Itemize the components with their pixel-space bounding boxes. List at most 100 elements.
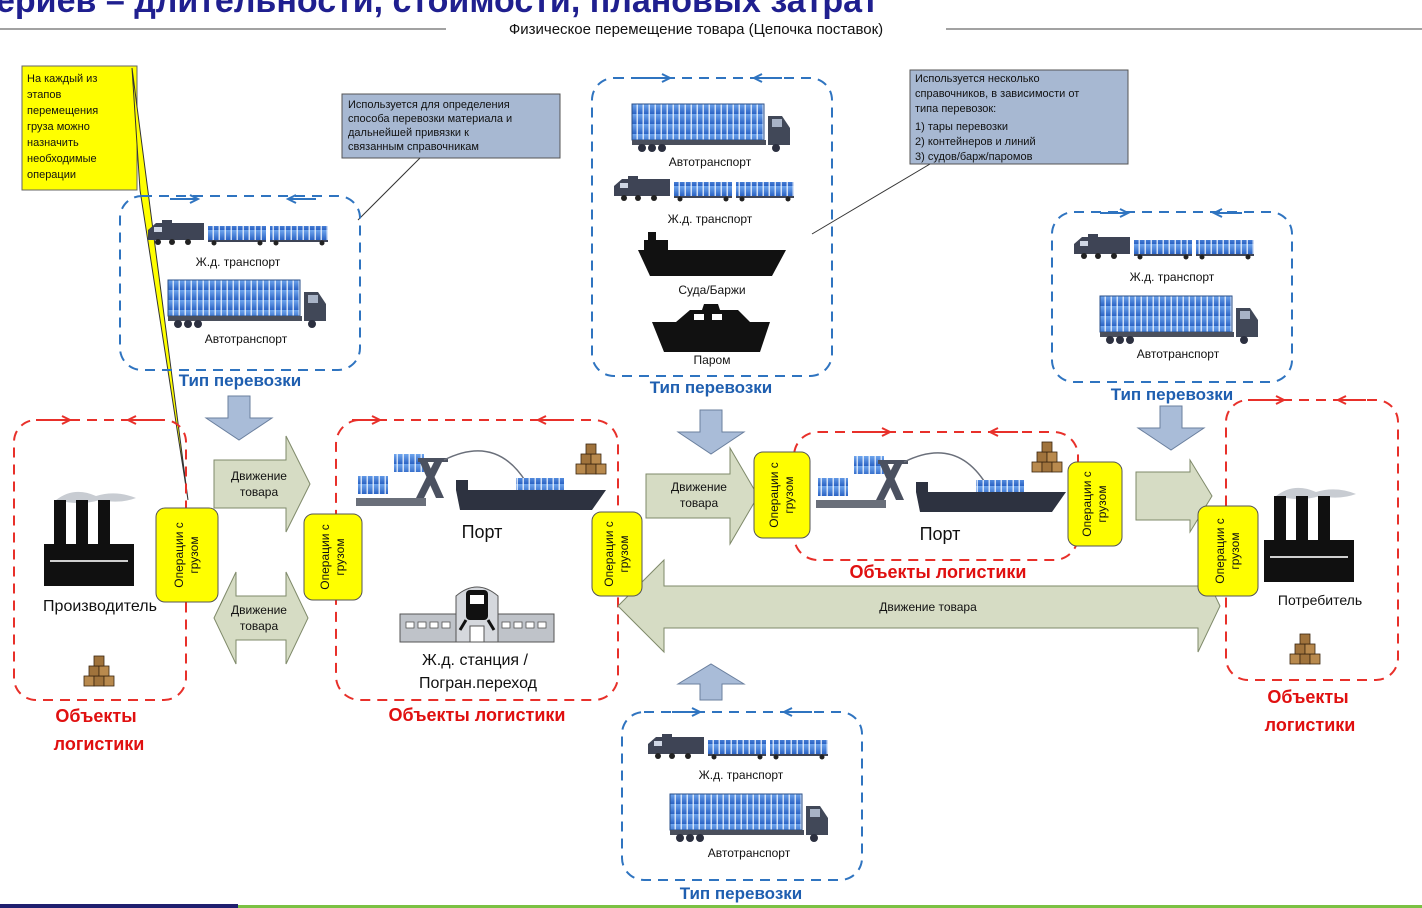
logistics-label-word1: Объекты xyxy=(1267,687,1348,707)
port-icon xyxy=(815,452,1067,513)
port-label: Порт xyxy=(920,524,961,544)
truck-icon xyxy=(1099,295,1259,345)
blue-note-2-line: справочников, в зависимости от xyxy=(915,88,1079,100)
auto-label: Автотранспорт xyxy=(669,155,752,169)
ops-label: грузом xyxy=(187,536,201,573)
ops-label: Операции с xyxy=(318,524,332,589)
rail-label: Ж.д. транспорт xyxy=(196,255,281,269)
blue-note-1-pointer xyxy=(357,157,421,221)
down-arrow xyxy=(676,409,746,455)
cargo-operations-5: Операции с грузом xyxy=(1067,461,1123,547)
ops-label: грузом xyxy=(782,476,796,513)
yellow-note: На каждый из этапов перемещения груза мо… xyxy=(21,65,138,191)
ship-icon xyxy=(638,232,786,276)
ferry-label: Паром xyxy=(694,353,731,367)
ship-label: Суда/Баржи xyxy=(678,283,745,297)
blue-note-1-line: Используется для определения xyxy=(348,99,510,111)
flow-arrow-3: Движение товара xyxy=(645,446,759,546)
rail-label: Ж.д. транспорт xyxy=(699,768,784,782)
down-arrow xyxy=(204,395,274,441)
yellow-note-line: перемещения xyxy=(27,105,98,117)
truck-icon xyxy=(167,279,327,329)
rail-label: Ж.д. транспорт xyxy=(1130,270,1215,284)
logistics-port-2: Порт Объекты логистики xyxy=(793,427,1079,582)
logistics-port-1: Порт Ж.д. станция / Погран.переход Объек… xyxy=(335,415,619,725)
cargo-operations-3: Операции с грузом xyxy=(591,511,643,597)
flow-label: Движение xyxy=(231,603,287,617)
yellow-note-line: операции xyxy=(27,169,76,181)
boxes-icon xyxy=(83,655,115,687)
blue-note-1-line: способа перевозки материала и xyxy=(348,113,512,125)
flow-label: товара xyxy=(680,496,719,510)
station-label-line2: Погран.переход xyxy=(419,675,538,692)
transport-type-label: Тип перевозки xyxy=(650,378,773,397)
flow-label: Движение товара xyxy=(879,600,977,614)
flow-label: Движение xyxy=(671,480,727,494)
logistics-label-word1: Объекты xyxy=(55,706,136,726)
ops-label: грузом xyxy=(1228,532,1242,569)
down-arrow xyxy=(1136,405,1206,451)
cargo-operations-4: Операции с грузом xyxy=(753,451,811,539)
cargo-operations-6: Операции с грузом xyxy=(1197,505,1259,597)
cargo-operations-1: Операции с грузом xyxy=(155,507,219,603)
blue-note-2-line: типа перевозок: xyxy=(915,103,996,115)
yellow-note-line: груза можно xyxy=(27,121,90,133)
producer-label: Производитель xyxy=(43,598,157,615)
factory-icon xyxy=(1264,487,1356,582)
ops-label: Операции с xyxy=(602,521,616,586)
port-icon xyxy=(355,450,607,511)
yellow-note-callout xyxy=(131,67,189,501)
railway-station-icon xyxy=(398,585,556,644)
transport-type-label: Тип перевозки xyxy=(1111,385,1234,404)
transport-type-label: Тип перевозки xyxy=(680,884,803,903)
logistics-label: Объекты логистики xyxy=(850,562,1027,582)
diagram-subtitle: Физическое перемещение товара (Цепочка п… xyxy=(509,21,883,38)
ops-label: Операции с xyxy=(1213,518,1227,583)
flow-label: Движение xyxy=(231,469,287,483)
blue-note-2-line: 2) контейнеров и линий xyxy=(915,136,1036,148)
ops-label: Операции с xyxy=(172,522,186,587)
boxes-icon xyxy=(1031,441,1063,473)
transport-group-1: Ж.д. транспорт Автотранспорт Тип перевоз… xyxy=(119,194,361,390)
logistics-label-word2: логистики xyxy=(1265,715,1356,735)
footer-bar-dark xyxy=(0,904,238,908)
ops-label: грузом xyxy=(333,538,347,575)
logistics-consumer: Потребитель Объекты логистики xyxy=(1225,395,1399,735)
up-arrow xyxy=(676,663,746,701)
blue-note-2: Используется несколько справочников, в з… xyxy=(909,69,1129,165)
yellow-note-line: этапов xyxy=(27,89,61,101)
station-label-line1: Ж.д. станция / xyxy=(422,652,529,669)
transport-group-2: Автотранспорт Ж.д. транспорт Суда/Баржи … xyxy=(591,73,833,397)
train-icon xyxy=(148,220,328,246)
blue-note-2-line: Используется несколько xyxy=(915,73,1040,85)
blue-note-2-pointer xyxy=(811,163,931,235)
port-label: Порт xyxy=(462,522,503,542)
auto-label: Автотранспорт xyxy=(708,846,791,860)
auto-label: Автотранспорт xyxy=(205,332,288,346)
train-icon xyxy=(614,176,794,202)
flow-arrow-1: Движение товара xyxy=(213,435,311,533)
cargo-operations-2: Операции с грузом xyxy=(303,513,363,601)
blue-note-2-line: 3) судов/барж/паромов xyxy=(915,151,1033,163)
blue-note-1-line: дальнейшей привязки к xyxy=(348,127,469,139)
train-icon xyxy=(1074,234,1254,260)
truck-icon xyxy=(669,793,829,843)
yellow-note-line: назначить xyxy=(27,137,79,149)
logistics-label: Объекты логистики xyxy=(389,705,566,725)
ops-label: Операции с xyxy=(1080,471,1094,536)
yellow-note-line: На каждый из xyxy=(27,73,97,85)
auto-label: Автотранспорт xyxy=(1137,347,1220,361)
footer-bar-green xyxy=(238,905,1422,908)
ferry-icon xyxy=(652,304,770,352)
train-icon xyxy=(648,734,828,760)
logistics-label-word2: логистики xyxy=(54,734,145,754)
flow-arrow-long-bidirectional: Движение товара xyxy=(617,558,1221,654)
blue-note-2-line: 1) тары перевозки xyxy=(915,121,1008,133)
flow-arrow-2-bidirectional: Движение товара xyxy=(213,571,309,665)
yellow-note-line: необходимые xyxy=(27,153,97,165)
transport-group-3: Ж.д. транспорт Автотранспорт Тип перевоз… xyxy=(1051,208,1293,404)
ops-label: Операции с xyxy=(767,462,781,527)
flow-label: товара xyxy=(240,619,279,633)
boxes-icon xyxy=(1289,633,1321,665)
page-title: ериев – длительности, стоимости, плановы… xyxy=(0,0,879,20)
